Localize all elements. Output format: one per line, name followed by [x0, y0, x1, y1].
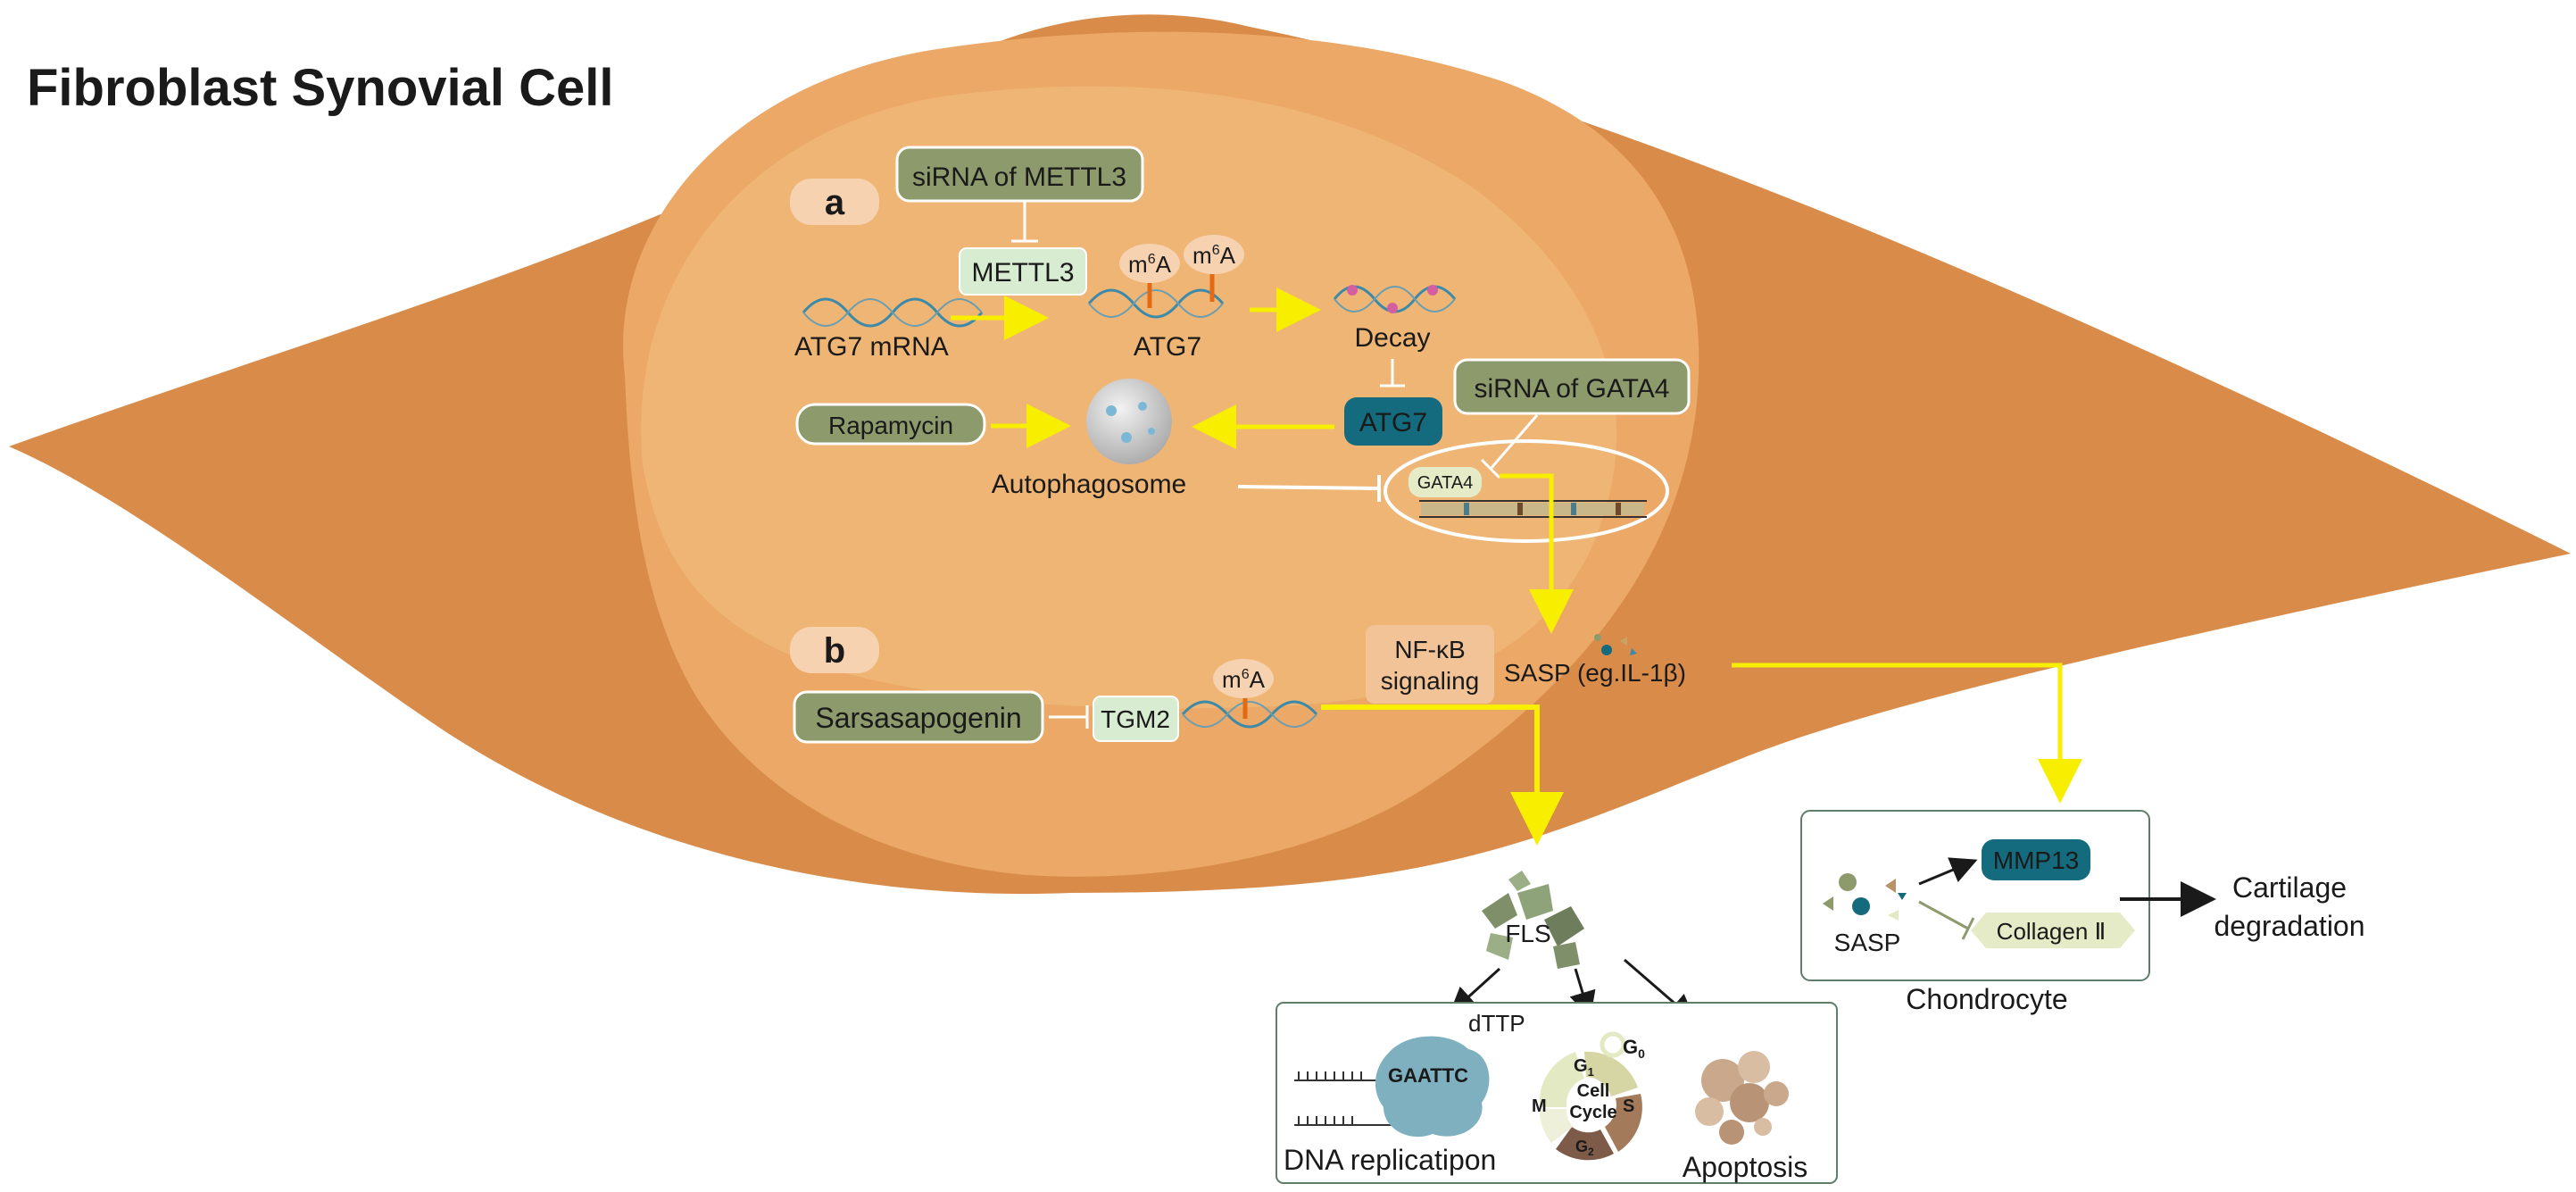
atg7-modified-label: ATG7: [1134, 332, 1201, 362]
arrow-gata4-to-sasp: [1500, 473, 1574, 634]
m6a-label-1: m6A: [1128, 251, 1172, 278]
sirna-mettl3-label: siRNA of METTL3: [912, 163, 1126, 192]
atg7-protein-box: [1344, 397, 1442, 446]
gata4-box: [1408, 467, 1482, 497]
arrow-sasp-to-mmp13: [1918, 857, 1978, 886]
collagen-box: [1971, 913, 2135, 948]
sirna-gata4-label: siRNA of GATA4: [1475, 374, 1670, 404]
mettl3-box: [959, 247, 1087, 296]
panel-a-badge: [790, 179, 879, 225]
inhibit-collagen-line: [1918, 900, 1969, 930]
diagram-title: Fibroblast Synovial Cell: [27, 59, 613, 117]
atg7-mrna-label: ATG7 mRNA: [794, 332, 949, 362]
collagen-label: Collagen Ⅱ: [1997, 918, 2107, 945]
sirna-mettl3-box: [895, 146, 1144, 203]
inhibit-collagen-bar: [1961, 917, 1975, 940]
rapamycin-label: Rapamycin: [828, 412, 953, 439]
arrow-tgm2-to-fls: [1321, 704, 1564, 846]
dna-replication-label: DNA replicatipon: [1284, 1144, 1496, 1176]
autophagosome-label: Autophagosome: [992, 470, 1187, 499]
rapamycin-box: [795, 403, 986, 446]
nfkb-label-1: NF-κB: [1394, 636, 1465, 663]
gaattc-label: GAATTC: [1388, 1064, 1468, 1087]
decay-strand: [1333, 285, 1457, 313]
m6a-label-3: m6A: [1222, 666, 1266, 693]
cartilage-label-2: degradation: [2214, 910, 2364, 942]
cell-cycle-label-1: Cell: [1577, 1081, 1610, 1101]
tgm2-label: TGM2: [1101, 705, 1170, 733]
cell-cycle-icon: [1539, 1031, 1642, 1161]
m6a-label-2: m6A: [1192, 242, 1236, 269]
sasp-molecules-icon: [1594, 634, 1637, 655]
mmp13-label: MMP13: [1993, 846, 2079, 874]
dttp-label: dTTP: [1468, 1010, 1525, 1037]
arrow-sasp-to-chondrocyte: [1732, 663, 2082, 804]
sirna-gata4-box: [1453, 358, 1691, 415]
mettl3-label: METTL3: [971, 258, 1074, 288]
inhibit-autophagosome-line: [1237, 485, 1380, 490]
autophagosome-icon: [1086, 379, 1172, 464]
sasp-chondro-molecules-icon: [1823, 873, 1907, 921]
chondrocyte-label: Chondrocyte: [1906, 983, 2067, 1015]
decay-label: Decay: [1354, 323, 1430, 353]
sarsasapogenin-box: [793, 690, 1044, 744]
atg7-modified-strand: [1087, 272, 1225, 319]
apoptosis-icon: [1695, 1051, 1789, 1145]
m-phase-label: M: [1532, 1096, 1547, 1116]
sasp-il1b-label: SASP (eg.IL-1β): [1504, 659, 1686, 687]
cell-cycle-label-2: Cycle: [1569, 1103, 1616, 1122]
m6a-badge-2: [1184, 235, 1244, 274]
s-phase-label: S: [1623, 1096, 1634, 1116]
m6a-badge-3: [1213, 659, 1274, 698]
panel-b-label: b: [824, 631, 845, 671]
g1-label: G1: [1574, 1056, 1594, 1079]
mmp13-box: [1982, 839, 2090, 880]
m6a-badge-1: [1119, 244, 1180, 283]
g0-label: G0: [1623, 1036, 1645, 1061]
tgm2-box: [1093, 696, 1179, 742]
atg7-protein-label: ATG7: [1359, 408, 1427, 438]
sarsasapogenin-label: Sarsasapogenin: [815, 702, 1021, 734]
cartilage-label-1: Cartilage: [2232, 871, 2347, 904]
dna-replication-icon: [1294, 1036, 1490, 1138]
gata4-region: [1384, 439, 1669, 543]
apoptosis-label: Apoptosis: [1683, 1151, 1808, 1183]
fls-cells-icon: [1482, 871, 1584, 969]
fls-label: FLS: [1505, 920, 1550, 947]
gata4-label: GATA4: [1417, 473, 1474, 493]
nfkb-label-2: signaling: [1381, 667, 1480, 695]
atg7-mrna-strand: [802, 297, 984, 328]
panel-a-label: a: [825, 183, 845, 222]
nfkb-box: [1366, 625, 1494, 704]
g2-label: G2: [1575, 1138, 1594, 1158]
sasp-chondro-label: SASP: [1834, 929, 1901, 956]
panel-b-badge: [790, 627, 879, 673]
gata4-dna: [1419, 500, 1647, 518]
inhibit-gata4-bar: [1480, 458, 1501, 479]
